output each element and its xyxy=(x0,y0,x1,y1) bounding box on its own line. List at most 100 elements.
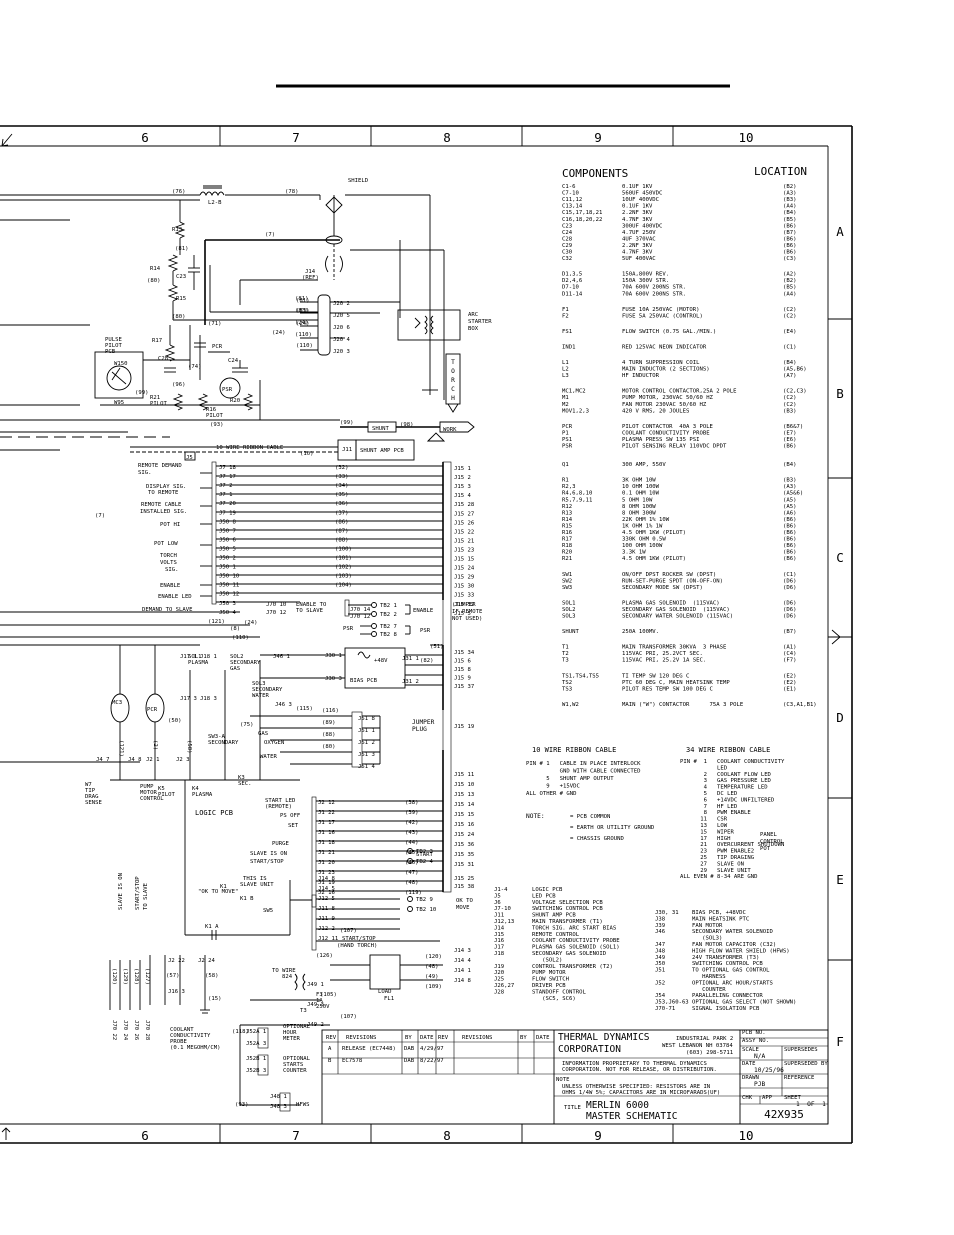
title-field-label: SUPERSEDES xyxy=(784,1047,818,1053)
j15-pin: J15 28 xyxy=(454,502,475,508)
grid-row-label: A xyxy=(836,224,844,239)
schematic-label: R17 xyxy=(152,338,162,344)
ribbon34-row: 11 CSR xyxy=(680,817,728,823)
proprietary-notice: CORPORATION. NOT FOR RELEASE, OR DISTRIB… xyxy=(562,1067,717,1073)
connector-ref: J18 xyxy=(494,951,505,957)
schematic-label: K4 xyxy=(192,786,199,792)
component-desc: 560UF 450VDC xyxy=(622,191,662,197)
schematic-label: POT LOW xyxy=(154,541,178,547)
title-field-label: DRAWN xyxy=(742,1075,759,1081)
wire-number: (86) xyxy=(335,519,348,525)
arc-starter-label: ARC xyxy=(468,312,478,318)
j14-pin: J11 9 xyxy=(318,916,335,922)
j15-pin: J15 4 xyxy=(454,493,471,499)
wire-number: (24) xyxy=(244,620,257,626)
j2-pin: J1 20 xyxy=(318,860,335,866)
ribbon34-row: 4 TEMPERATURE LED xyxy=(680,785,768,791)
component-ref: IND1 xyxy=(562,344,575,350)
ribbon34-row: 17 HIGH xyxy=(680,836,731,842)
pulse-pilot-label: PILOT xyxy=(105,343,122,349)
component-location: (B6) xyxy=(783,556,796,562)
component-desc: FUSE 5A 250VAC (CONTROL) xyxy=(622,313,703,319)
component-location: (B3) xyxy=(783,408,796,414)
connector-desc: OPTIONAL ARC HOUR/STARTS xyxy=(692,980,773,986)
j2-pin: J1 23 xyxy=(318,870,335,876)
shunt-label: SHUNT xyxy=(372,426,389,432)
schematic-label: PUMP xyxy=(140,784,154,790)
relay-wire: (2) xyxy=(152,740,158,750)
connector-ref: J20 xyxy=(494,970,504,976)
component-ref: C28 xyxy=(562,236,573,242)
connector-desc: MAIN HEATSINK PTC xyxy=(692,916,749,922)
wire-number: (10) xyxy=(300,451,313,457)
component-desc: 5UF 400VAC xyxy=(622,256,656,262)
schematic-label: PILOT xyxy=(206,413,223,419)
ribbon34-row: 23 PWM ENABLE2 xyxy=(680,849,754,855)
component-desc: PLASMA PRESS SW 135 PSI xyxy=(622,437,699,443)
ribbon10-row: GND WITH CABLE CONNECTED xyxy=(526,769,641,775)
schematic-label: SOL3 xyxy=(252,681,265,687)
ok-to-move-label: OK TO xyxy=(456,898,473,904)
rev-letter: B xyxy=(328,1058,332,1064)
j70-label: J70 26 xyxy=(133,1020,139,1040)
component-location: (B6) xyxy=(783,530,796,536)
component-desc: 300UF 400VDC xyxy=(622,223,662,229)
schematic-label: (HAND TORCH) xyxy=(337,943,377,949)
schematic-label: PILOT xyxy=(150,401,167,407)
component-desc: 4.7NF 3KV xyxy=(622,250,653,256)
schematic-label: SECONDARY xyxy=(230,660,261,666)
company-address: INDUSTRIAL PARK 2 xyxy=(676,1036,733,1042)
component-desc: 2.2NF 3KV xyxy=(622,210,653,216)
schematic-label: COOLANT xyxy=(170,1027,194,1033)
ribbon10-row: 5 SHUNT AMP OUTPUT xyxy=(526,776,614,782)
wire-number: (24) xyxy=(296,321,309,327)
connector-desc: STANDOFF CONTROL xyxy=(532,989,587,995)
wire-number: (93) xyxy=(210,422,223,428)
schematic-label: R13 xyxy=(172,227,182,233)
j49-pin: J49 2 xyxy=(307,1022,324,1028)
wire-number: (82) xyxy=(420,658,433,664)
rev-by: DAB xyxy=(404,1046,415,1052)
company-name: CORPORATION xyxy=(558,1044,621,1055)
component-ref: R20 xyxy=(562,550,572,556)
component-location: (B7) xyxy=(783,230,796,236)
rev-header: REVISIONS xyxy=(346,1035,376,1041)
wire-number: (42) xyxy=(405,820,418,826)
component-location: (C3) xyxy=(783,256,796,262)
wire-number: (81) xyxy=(175,246,188,252)
schematic-label: START LED xyxy=(265,798,296,804)
j15-pin: J15 33 xyxy=(454,593,474,599)
j15-pin: J15 27 xyxy=(454,511,474,517)
j15-pin: J15 32 xyxy=(454,602,474,608)
wire-number: (34) xyxy=(335,483,348,489)
j15-pin: J15 3 xyxy=(454,484,471,490)
wire-number: (24) xyxy=(272,330,285,336)
component-location: (E6) xyxy=(783,437,796,443)
component-ref: C23 xyxy=(562,223,572,229)
wire-number: (104) xyxy=(335,583,352,589)
j52-pin: J52A 3 xyxy=(246,1041,266,1047)
arc-starter-label: STARTER xyxy=(468,319,492,325)
component-location: (B5) xyxy=(783,285,796,291)
j2-pin: J2 3 xyxy=(176,757,189,763)
wire-number: (81) xyxy=(296,298,309,304)
component-desc: 4.7UF 250V xyxy=(622,230,656,236)
rev-header: DATE xyxy=(420,1035,434,1041)
schematic-label: R15 xyxy=(176,296,186,302)
connector-ref: J48 xyxy=(655,948,666,954)
connector-ref: J47 xyxy=(655,942,665,948)
component-desc: 4.5 OHM 1KW (PILOT) xyxy=(622,556,686,562)
note-title: NOTE: xyxy=(526,813,545,820)
component-ref: R1 xyxy=(562,478,569,484)
jumper-remote-label: NOT USED) xyxy=(452,616,482,622)
connector-ref: J7-10 xyxy=(494,906,511,912)
note-row: = PCB COMMON xyxy=(570,814,610,820)
component-location: (B3) xyxy=(783,197,796,203)
j70-label: J70 12 xyxy=(266,610,286,616)
schematic-label: PCR xyxy=(147,707,158,713)
component-location: (A4) xyxy=(783,291,796,297)
component-ref: C15,17,18,21 xyxy=(562,210,602,216)
tb2-label: TB2 9 xyxy=(416,897,433,903)
component-location: (C1) xyxy=(783,344,796,350)
j14-pin: J12 11 xyxy=(318,936,338,942)
